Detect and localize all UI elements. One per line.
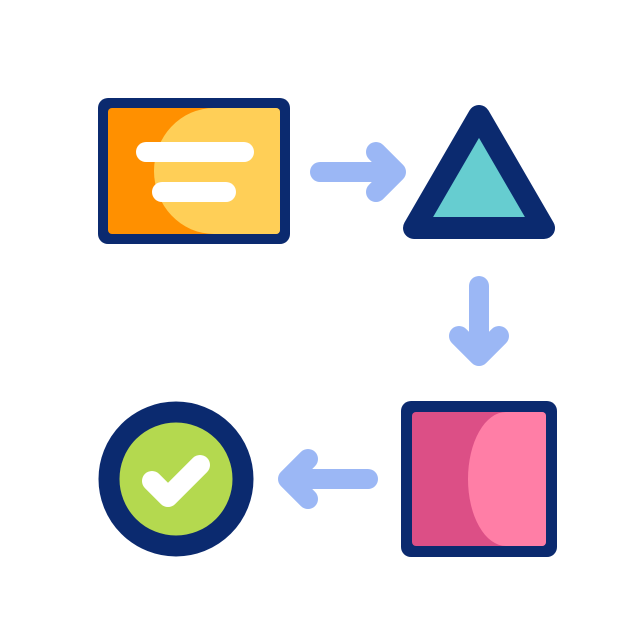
arrow-down-icon <box>449 276 509 366</box>
arrow-left-icon <box>278 449 378 509</box>
triangle-icon <box>403 105 555 239</box>
check-mark-icon <box>142 455 210 507</box>
square-icon <box>401 401 557 557</box>
document-panel-right <box>154 108 280 234</box>
document-icon <box>98 98 290 244</box>
arrow-right-icon <box>310 142 406 202</box>
square-panel-right <box>468 412 546 546</box>
check-circle-icon <box>98 401 254 557</box>
triangle-shape <box>403 105 555 239</box>
